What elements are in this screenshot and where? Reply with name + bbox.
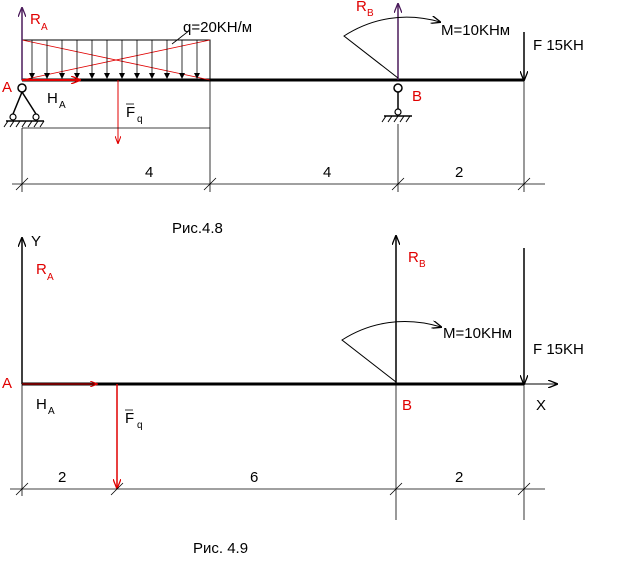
roller-support-b bbox=[381, 83, 412, 123]
moment-label: M=10KHм bbox=[441, 22, 510, 39]
ha-label-2: H bbox=[36, 396, 47, 413]
dimension-lines-4-8 bbox=[12, 40, 545, 192]
y-axis-label: Y bbox=[31, 233, 41, 250]
fq-sub-2: q bbox=[137, 420, 143, 431]
dim-2-1: 2 bbox=[58, 469, 66, 486]
ra-sub: A bbox=[41, 22, 48, 33]
ha-sub-2: A bbox=[48, 406, 55, 417]
distributed-load bbox=[21, 29, 211, 81]
ra-sub-2: A bbox=[47, 272, 54, 283]
figure-4-9: X Y R A A H A F q R B B M=10KHм F 15KH bbox=[2, 233, 584, 557]
fq-sub: q bbox=[137, 114, 143, 125]
dim-2-3: 2 bbox=[455, 469, 463, 486]
x-axis-label: X bbox=[536, 397, 546, 414]
point-b-label-2: B bbox=[402, 397, 412, 414]
rb-label-2: R bbox=[408, 249, 419, 266]
dim-3: 2 bbox=[455, 164, 463, 181]
dim-2-2: 6 bbox=[250, 469, 258, 486]
ha-sub: A bbox=[59, 100, 66, 111]
figure-4-8: q=20KH/м R A H A F q A bbox=[2, 0, 584, 237]
rb-sub-2: B bbox=[419, 259, 426, 270]
ha-label: H bbox=[47, 90, 58, 107]
caption-4-9: Рис. 4.9 bbox=[193, 540, 248, 557]
dimension-lines-4-9 bbox=[10, 384, 545, 520]
rb-sub: B bbox=[367, 8, 374, 19]
rb-label: R bbox=[356, 0, 367, 15]
load-q-label: q=20KH/м bbox=[183, 19, 252, 36]
dim-1: 4 bbox=[145, 164, 153, 181]
point-a-label: A bbox=[2, 79, 12, 96]
point-b-label: B bbox=[412, 88, 422, 105]
fq-label-2: F bbox=[125, 410, 134, 427]
caption-4-8: Рис.4.8 bbox=[172, 220, 223, 237]
moment-label-2: M=10KHм bbox=[443, 325, 512, 342]
force-f-label: F 15KH bbox=[533, 37, 584, 54]
point-a-label-2: A bbox=[2, 375, 12, 392]
ra-label: R bbox=[30, 11, 41, 28]
moment-arc bbox=[343, 17, 440, 79]
moment-arc-2 bbox=[341, 321, 441, 383]
dim-2: 4 bbox=[323, 164, 331, 181]
fq-label: F bbox=[126, 104, 135, 121]
ra-label-2: R bbox=[36, 261, 47, 278]
force-f-label-2: F 15KH bbox=[533, 341, 584, 358]
pin-support-a bbox=[3, 83, 45, 128]
